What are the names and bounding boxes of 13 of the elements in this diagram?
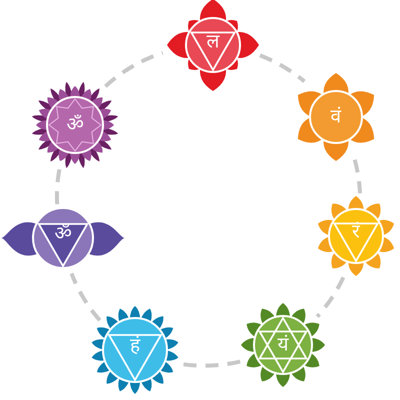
dashed-connector [352,159,362,194]
syllable-label: हं [130,336,140,356]
syllable-label: ल [206,32,220,52]
syllable-label: रं [352,222,360,242]
syllable-label: ॐ [54,224,72,244]
syllable-label: यं [278,336,288,354]
dashed-connector [70,272,102,322]
syllable-label: वं [330,108,342,126]
dashed-connector [54,169,62,204]
syllable-label: ॐ [66,116,84,134]
dashed-connector [316,276,346,318]
dashed-connector [104,50,164,88]
dashed-connector [259,54,306,83]
